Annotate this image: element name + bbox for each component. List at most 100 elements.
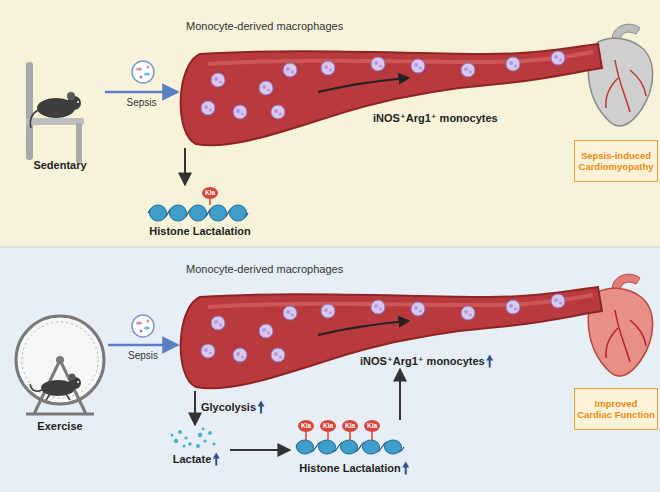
- cell-label-node: iNOS⁺Arg1⁺ monocytes: [360, 355, 470, 369]
- increase-arrow: [213, 453, 220, 459]
- vessel-shape: [178, 40, 603, 148]
- lactate-dots: [188, 442, 192, 446]
- flow-arrow: [318, 78, 408, 335]
- monocyte: [283, 306, 297, 320]
- monocyte: [211, 316, 225, 330]
- monocyte: [371, 300, 385, 314]
- vessel-shape: [178, 283, 603, 391]
- chair: [76, 123, 82, 163]
- monocyte: [411, 302, 425, 316]
- monocyte: [201, 101, 215, 115]
- kla-mark: Kla: [202, 187, 218, 199]
- bacteria-icon: [144, 326, 150, 329]
- monocyte: [551, 294, 565, 308]
- mouse: [69, 374, 76, 381]
- lactate-dots: [183, 445, 186, 448]
- kla-mark: Kla: [364, 420, 380, 432]
- monocyte: [271, 348, 285, 362]
- bacteria-icon: [140, 330, 143, 333]
- monocyte: [201, 344, 215, 358]
- nucleosome: [341, 440, 358, 454]
- nucleosome: [363, 440, 380, 454]
- bacteria-icon: [136, 321, 142, 324]
- monocyte: [461, 63, 475, 77]
- chair: [26, 62, 84, 163]
- panel: [0, 247, 660, 492]
- vessel-highlight: [208, 295, 593, 307]
- connector-arrow: [194, 391, 196, 425]
- bacteria-icon: [147, 320, 150, 323]
- lactate-dots: [203, 439, 206, 442]
- connector-arrow: [108, 344, 178, 347]
- lactate-dots: [171, 434, 174, 437]
- nucleosome: [385, 440, 402, 454]
- nucleosome: [148, 199, 248, 221]
- nucleosome: [306, 432, 372, 440]
- increase-arrow: [405, 467, 407, 475]
- monocyte: [283, 63, 297, 77]
- increase-arrow: [486, 355, 493, 361]
- group-label: Exercise: [37, 420, 82, 433]
- bacteria-icon: [140, 76, 143, 79]
- nucleosome: [230, 205, 247, 221]
- connector-arrow: [105, 91, 178, 94]
- increase-arrow: [215, 458, 217, 466]
- connector-arrow: [399, 369, 401, 420]
- monocyte: [201, 51, 565, 362]
- monocyte: [271, 105, 285, 119]
- monocyte: [259, 81, 273, 95]
- exercise-mouse: Exercise: [12, 290, 108, 440]
- nucleosome: [190, 205, 207, 221]
- metabolite-label: Lactate: [173, 453, 212, 466]
- vessel-heading: Monocyte-derived macrophages: [186, 263, 343, 276]
- monocyte: [411, 59, 425, 73]
- lactate-dots: [196, 444, 200, 448]
- bacteria-icon: [132, 61, 154, 83]
- increase-arrow: [402, 462, 409, 475]
- histone-label: Histone Lactalation: [299, 462, 400, 475]
- heart: [606, 60, 646, 112]
- nucleosome: [210, 205, 227, 221]
- monocyte: [259, 324, 273, 338]
- heart: [588, 24, 652, 126]
- blood-vessel: Monocyte-derived macrophages: [178, 283, 603, 391]
- cell-label: iNOS⁺Arg1⁺ monocytes: [373, 112, 498, 125]
- connector-arrow: [184, 148, 186, 185]
- kla-mark: Kla: [320, 420, 336, 432]
- histone-group: KlaHistone Lactalation: [140, 185, 260, 240]
- kla-mark: Kla: [342, 420, 358, 432]
- monocyte: [321, 304, 335, 318]
- lactate-dots: [198, 433, 203, 438]
- chair: [26, 62, 33, 160]
- lactate-dots: [171, 428, 216, 448]
- vessel-highlight: [208, 52, 593, 64]
- bacteria-icon: [136, 67, 142, 70]
- histone-group: KlaKlaKlaKlaHistone Lactalation: [290, 420, 420, 480]
- blood-vessel: Monocyte-derived macrophagesiNOS⁺Arg1⁺ m…: [178, 40, 603, 148]
- monocyte: [233, 105, 247, 119]
- histone-label: Histone Lactalation: [149, 225, 250, 238]
- flow-arrow: [318, 321, 408, 335]
- lactate-dots: [213, 443, 216, 446]
- bacteria-icon: [132, 61, 154, 83]
- nucleosome: [319, 440, 336, 454]
- mouse: [30, 374, 81, 401]
- lactate-group: Lactate: [155, 425, 230, 475]
- vessel-heading: Monocyte-derived macrophages: [186, 20, 343, 33]
- panel: [0, 0, 660, 247]
- flow-arrow: [318, 78, 408, 92]
- running-wheel: [56, 356, 64, 364]
- mouse: [30, 92, 81, 128]
- increase-arrow: [213, 453, 220, 466]
- bacteria-icon: [144, 72, 150, 75]
- vessel-wall: [181, 287, 602, 388]
- increase-arrow: [258, 401, 265, 407]
- box-label: Improved Cardiac Function: [577, 398, 655, 421]
- connector-arrow: [230, 449, 290, 451]
- outcome-box: Improved Cardiac Function: [574, 388, 658, 430]
- running-wheel: [16, 316, 104, 404]
- monocyte: [551, 51, 565, 65]
